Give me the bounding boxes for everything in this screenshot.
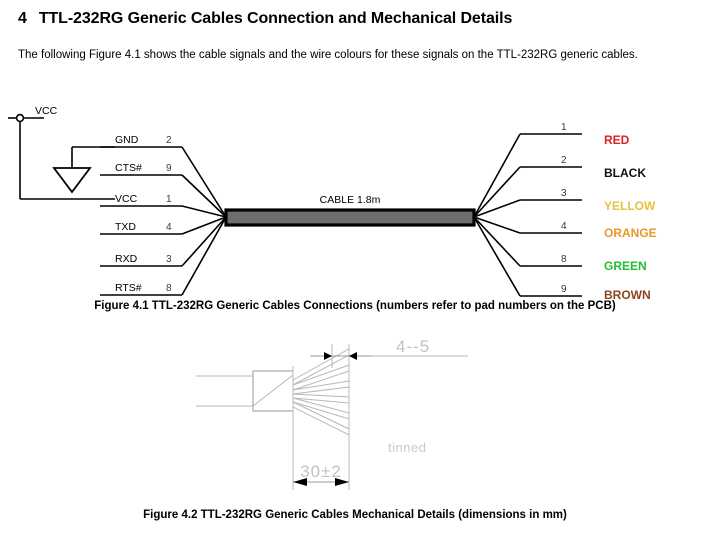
- wire-colour-label-brown: BROWN: [604, 288, 651, 300]
- left-signal-name-3: TXD: [115, 221, 136, 233]
- cable-jacket-outline: [196, 375, 253, 407]
- right-pin-number-5: 9: [561, 284, 567, 295]
- wire-colour-label-black: BLACK: [604, 166, 646, 180]
- left-pin-number-0: 2: [166, 135, 172, 146]
- left-signal-name-2: VCC: [115, 193, 138, 205]
- right-pin-number-2: 3: [561, 188, 567, 199]
- dimension-top-label: 4--5: [396, 337, 430, 356]
- left-signal-name-0: GND: [115, 134, 139, 146]
- right-pin-number-4: 8: [561, 254, 567, 265]
- breakout-box: [252, 370, 294, 412]
- left-pin-number-3: 4: [166, 222, 172, 233]
- mechanical-drawing: 4--5 tinned 30±2: [196, 337, 468, 490]
- cable-body: [224, 208, 476, 227]
- right-pin-number-0: 1: [561, 122, 567, 133]
- intro-paragraph: The following Figure 4.1 shows the cable…: [18, 49, 638, 61]
- vcc-node-label: VCC: [35, 105, 58, 117]
- left-pin-number-5: 8: [166, 283, 172, 294]
- left-signal-name-4: RXD: [115, 253, 138, 265]
- left-pin-number-4: 3: [166, 254, 172, 265]
- right-pin-number-1: 2: [561, 155, 567, 166]
- dimension-bottom-group: [293, 478, 349, 486]
- wire-colour-label-red: RED: [604, 133, 630, 147]
- wire-colour-label-yellow: YELLOW: [604, 199, 656, 213]
- connection-schematic: VCC: [8, 105, 657, 300]
- vcc-node-group: [8, 113, 115, 200]
- vcc-node-circle: [15, 113, 25, 123]
- wire-colour-label-green: GREEN: [604, 259, 647, 273]
- dimension-bottom-label: 30±2: [300, 462, 342, 481]
- left-signal-name-1: CTS#: [115, 162, 142, 174]
- left-signal-rails: [100, 146, 227, 296]
- tinned-leads-group: [292, 348, 350, 436]
- section-title: TTL-232RG Generic Cables Connection and …: [38, 10, 513, 27]
- cable-length-label: CABLE 1.8m: [320, 194, 381, 206]
- section-number: 4: [18, 10, 27, 27]
- tinned-annotation: tinned: [388, 440, 426, 455]
- right-wire-fan: [473, 133, 582, 297]
- figure-4-1-diagram: VCC: [0, 100, 710, 300]
- ground-symbol: [52, 146, 115, 194]
- figure-4-1-caption: Figure 4.1 TTL-232RG Generic Cables Conn…: [94, 300, 616, 312]
- left-signal-name-5: RTS#: [115, 282, 142, 294]
- figure-4-2-drawing: 4--5 tinned 30±2: [0, 330, 710, 495]
- right-pin-number-3: 4: [561, 221, 567, 232]
- section-heading: 4 TTL-232RG Generic Cables Connection and…: [18, 10, 512, 28]
- dimension-top-group: [310, 352, 468, 360]
- wire-colour-label-orange: ORANGE: [604, 226, 657, 240]
- left-pin-number-1: 9: [166, 163, 172, 174]
- left-pin-number-2: 1: [166, 194, 172, 205]
- figure-4-2-caption: Figure 4.2 TTL-232RG Generic Cables Mech…: [143, 509, 567, 521]
